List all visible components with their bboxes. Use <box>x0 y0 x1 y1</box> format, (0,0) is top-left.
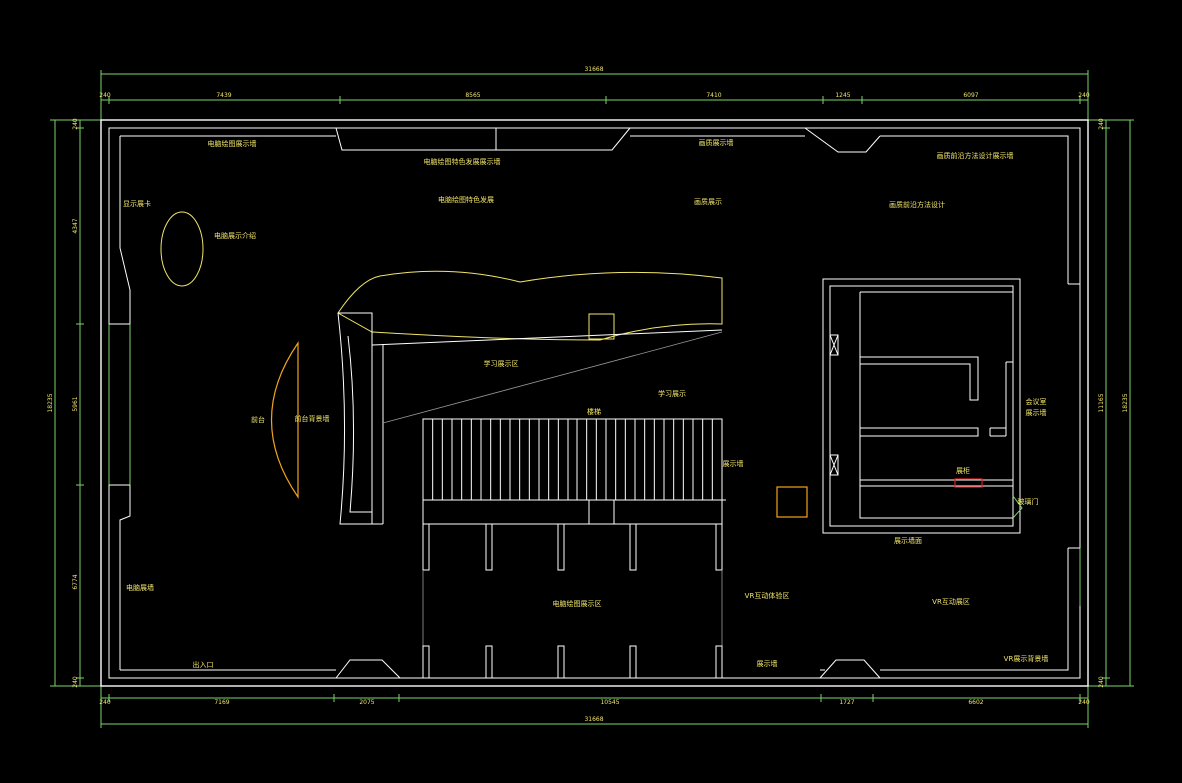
label-top-center-wall: 电脑绘图特色发展展示墙 <box>424 157 501 166</box>
dim-bottom-total: 31668 <box>584 716 603 723</box>
dim-top-total: 31668 <box>584 66 603 73</box>
label-room-right-line2: 展示墙 <box>1026 408 1047 417</box>
label-vr-right: VR互动展区 <box>932 597 970 606</box>
dim-left-seg-4: 240 <box>72 676 79 688</box>
dim-left-seg-3: 6774 <box>72 574 79 589</box>
label-room-door: 玻璃门 <box>1018 497 1039 506</box>
dim-top-seg-3: 7410 <box>706 92 721 99</box>
label-stair-top: 楼梯 <box>587 407 601 416</box>
columns <box>422 523 723 679</box>
label-room-small: 展柜 <box>956 466 970 475</box>
dim-bottom-seg-6: 240 <box>1078 699 1090 706</box>
oval-display <box>160 211 204 287</box>
label-front-desk: 前台 <box>251 415 265 424</box>
label-side-display: 展示墙 <box>723 459 744 468</box>
top-niches <box>335 127 881 153</box>
label-front-desk-wall: 前台背景墙 <box>295 414 330 423</box>
bottom-niches <box>335 659 881 679</box>
label-room-right: 会议室展示墙 <box>1026 397 1047 417</box>
label-bottom-left: 出入口 <box>193 660 214 669</box>
dim-left-seg-1: 4347 <box>72 218 79 233</box>
label-top-far-right-wall: 画质前沿方法设计展示墙 <box>937 151 1014 160</box>
label-bottom-mid: 展示墙 <box>757 659 778 668</box>
front-desk-arc <box>270 341 299 499</box>
curve-wall <box>337 270 723 525</box>
label-vr-left: VR互动体验区 <box>745 591 790 600</box>
label-far-right-mid: 画质前沿方法设计 <box>889 200 945 209</box>
label-top-left-wall: 电脑绘图展示墙 <box>208 139 257 148</box>
dim-top-seg-0: 240 <box>99 92 111 99</box>
dim-left-total: 18235 <box>47 393 54 412</box>
label-right-mid: 画质展示 <box>694 197 722 206</box>
dim-right-total: 18235 <box>1122 393 1129 412</box>
label-display-card-left: 显示展卡 <box>123 199 151 208</box>
dim-bottom-seg-0: 240 <box>99 699 111 706</box>
dimension-lines <box>50 70 1134 728</box>
dim-top-seg-2: 8565 <box>465 92 480 99</box>
area-labels: 电脑绘图展示墙 电脑绘图特色发展展示墙 画质展示墙 画质前沿方法设计展示墙 显示… <box>123 138 1048 669</box>
dim-bottom-seg-4: 1727 <box>839 699 854 706</box>
meeting-room <box>822 278 1023 534</box>
dim-right-inner: 11165 <box>1098 393 1105 412</box>
label-top-right-wall: 画质展示墙 <box>699 138 734 147</box>
label-curve-wall: 学习展示区 <box>484 359 519 368</box>
dim-right-seg-0: 240 <box>1098 118 1105 130</box>
window-marks <box>108 283 1081 606</box>
dim-bottom-seg-5: 6602 <box>968 699 983 706</box>
dim-top-seg-5: 6097 <box>963 92 978 99</box>
label-room-right-line1: 会议室 <box>1026 397 1047 406</box>
dim-top-seg-4: 1245 <box>835 92 850 99</box>
label-oval: 电脑展示介绍 <box>214 231 256 240</box>
dim-right-seg-1: 240 <box>1098 676 1105 688</box>
dim-bottom-seg-1: 7169 <box>214 699 229 706</box>
label-display-center: 学习展示 <box>658 389 686 398</box>
label-bottom-center: 电脑绘图展示区 <box>553 599 602 608</box>
dim-left-seg-2: 5961 <box>72 396 79 411</box>
dim-top-seg-1: 7439 <box>216 92 231 99</box>
label-left-bottom-wall: 电脑展墙 <box>126 583 154 592</box>
dim-left-seg-0: 240 <box>72 118 79 130</box>
dim-bottom-seg-3: 10545 <box>600 699 619 706</box>
label-center-mid: 电脑绘图特色发展 <box>438 195 494 204</box>
dim-top-seg-6: 240 <box>1078 92 1090 99</box>
label-vr-display: VR展示背景墙 <box>1004 654 1049 663</box>
display-pedestal <box>776 486 808 518</box>
dimension-texts: 31668 240 7439 8565 7410 1245 6097 240 2… <box>47 66 1129 723</box>
staircase <box>422 418 726 525</box>
label-room-bottom: 展示墙面 <box>894 536 922 545</box>
dim-bottom-seg-2: 2075 <box>359 699 374 706</box>
